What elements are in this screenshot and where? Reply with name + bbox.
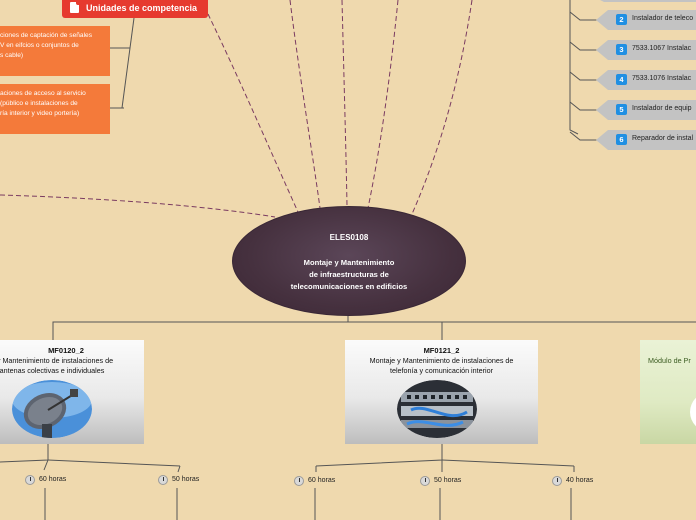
hours-label[interactable]: 40 horas — [566, 477, 594, 484]
practicas-image — [690, 392, 696, 432]
satellite-dish-image — [12, 380, 92, 438]
ocupacion-item[interactable]: 5 Instalador de equip — [596, 100, 696, 120]
ocupacion-label: Reparador de instal — [632, 135, 694, 142]
competencia-1-line-1: ciones de captación de señales — [0, 32, 93, 39]
central-title-line-2: de infraestructuras de — [309, 270, 389, 279]
module-title: e y Mantenimiento de instalaciones de an… — [0, 356, 144, 376]
competencias-badge[interactable]: Unidades de competencia — [62, 0, 208, 18]
clock-icon — [294, 476, 304, 486]
document-icon — [70, 2, 79, 13]
hours-label[interactable]: 50 horas — [172, 476, 200, 483]
module-title-line-1: e y Mantenimiento de instalaciones de — [0, 356, 114, 365]
number-badge-icon: 3 — [616, 44, 627, 55]
central-topic[interactable]: ELES0108 Montaje y Mantenimiento de infr… — [232, 206, 466, 316]
module-node-mf0120[interactable]: MF0120_2 e y Mantenimiento de instalacio… — [0, 340, 144, 444]
competencia-1-line-3: s cable) — [0, 52, 24, 59]
competencia-2-line-2: (público e instalaciones de — [0, 100, 78, 107]
ocupacion-label: 7533.1067 Instalac — [632, 45, 692, 52]
clock-icon — [552, 476, 562, 486]
number-badge-icon: 2 — [616, 14, 627, 25]
network-patch-panel-image — [397, 380, 477, 438]
clock-icon — [25, 475, 35, 485]
competencia-box-1[interactable]: ciones de captación de señales V en eifc… — [0, 26, 110, 76]
module-title-line-2: antenas colectivas e individuales — [0, 366, 105, 375]
competencias-title: Unidades de competencia — [86, 3, 198, 13]
ocupacion-item[interactable]: 6 Reparador de instal — [596, 130, 696, 150]
ocupacion-label: Instalador de teleco — [632, 15, 694, 22]
central-title-line-3: telecomunicaciones en edificios — [290, 282, 408, 291]
module-title-line-1: Montaje y Mantenimiento de instalaciones… — [369, 356, 514, 365]
hours-label[interactable]: 60 horas — [39, 476, 67, 483]
competencia-2-line-1: aciones de acceso al servicio — [0, 90, 86, 97]
module-title: Montaje y Mantenimiento de instalaciones… — [345, 356, 538, 376]
ocupacion-item[interactable]: 2 Instalador de teleco — [596, 10, 696, 30]
clock-icon — [158, 475, 168, 485]
ocupacion-item[interactable]: 4 7533.1076 Instalac — [596, 70, 696, 90]
ocupacion-label: 7533.1076 Instalac — [632, 75, 692, 82]
number-badge-icon: 6 — [616, 134, 627, 145]
central-code: ELES0108 — [329, 233, 369, 242]
module-code: MF0120_2 — [48, 346, 84, 355]
module-title-line-2: telefonía y comunicación interior — [389, 366, 494, 375]
hours-label[interactable]: 60 horas — [308, 477, 336, 484]
clock-icon — [420, 476, 430, 486]
ocupacion-label: Instalador de equip — [632, 105, 692, 112]
central-title-line-1: Montaje y Mantenimiento — [303, 258, 395, 267]
hours-label[interactable]: 50 horas — [434, 477, 462, 484]
competencia-box-2[interactable]: aciones de acceso al servicio (público e… — [0, 84, 110, 134]
number-badge-icon: 5 — [616, 104, 627, 115]
ocupacion-item[interactable]: 3 7533.1067 Instalac — [596, 40, 696, 60]
practicas-label: Módulo de Pr — [648, 356, 691, 365]
module-code: MF0121_2 — [423, 346, 460, 355]
module-node-practicas[interactable]: Módulo de Pr — [640, 340, 696, 444]
module-node-mf0121[interactable]: MF0121_2 Montaje y Mantenimiento de inst… — [345, 340, 538, 444]
number-badge-icon: 4 — [616, 74, 627, 85]
competencia-2-line-3: ría interior y video portería) — [0, 110, 80, 117]
competencia-1-line-2: V en eifcios o conjuntos de — [0, 42, 79, 49]
